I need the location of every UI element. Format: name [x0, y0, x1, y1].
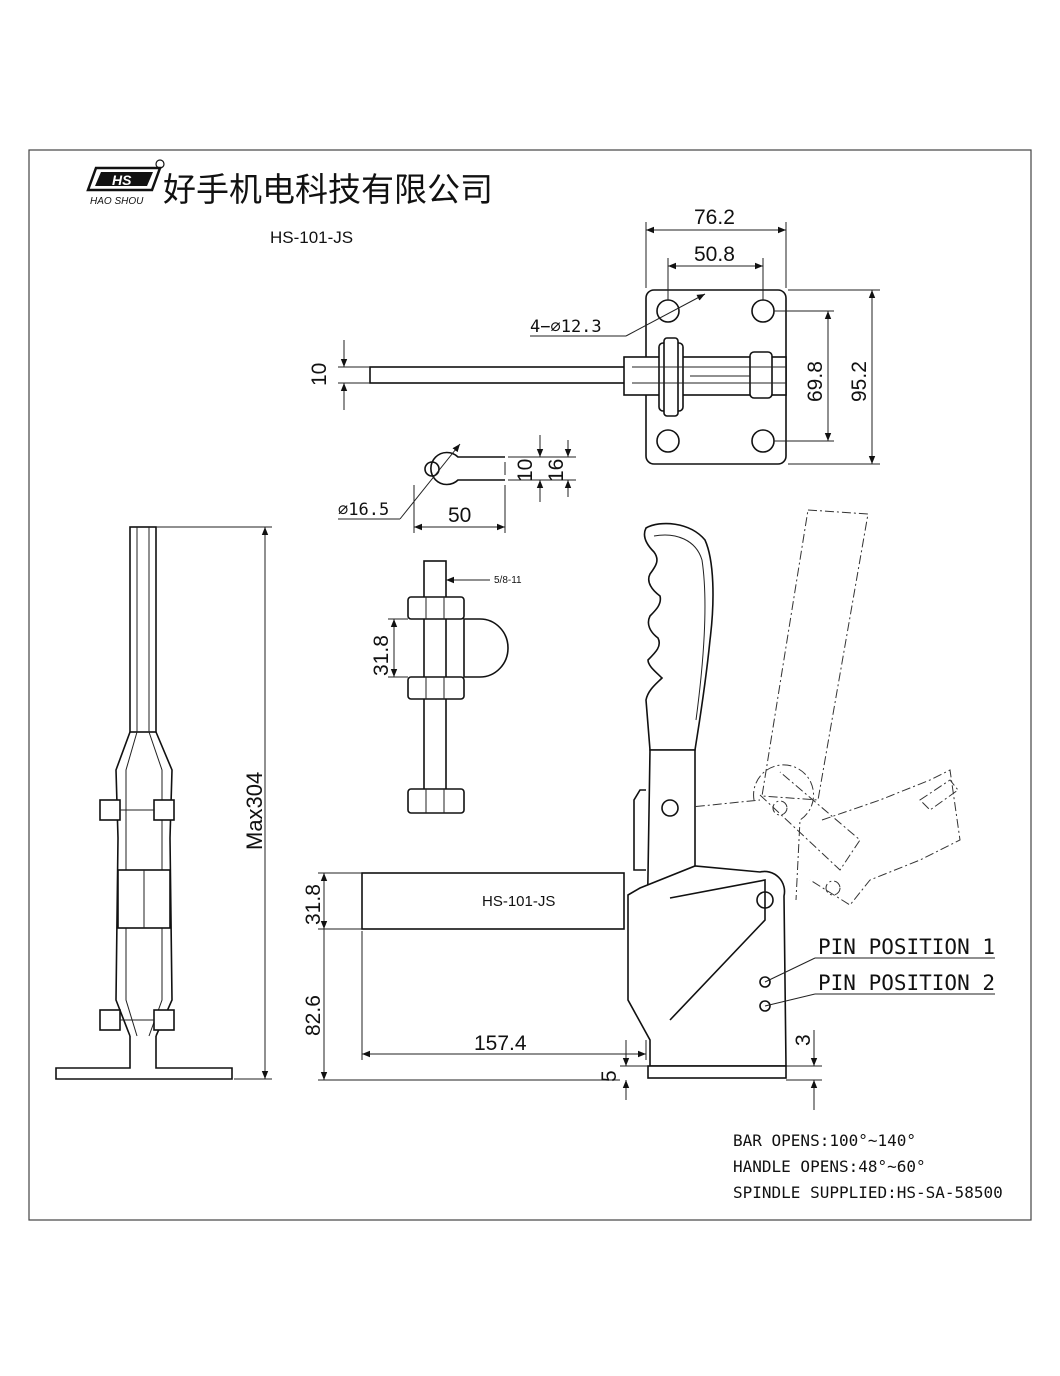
pin-position-2: PIN POSITION 2	[818, 971, 995, 995]
dim-max-height: Max304	[242, 772, 267, 850]
dim-hole-spacing-v: 69.8	[804, 361, 827, 402]
dim-spindle-nut-span: 31.8	[370, 635, 393, 676]
logo-text: HS	[112, 172, 132, 188]
company-name: 好手机电科技有限公司	[163, 170, 493, 209]
top-view: 76.2 50.8 4−⌀12.3 10 69.8 95.2	[308, 206, 880, 465]
dim-thread: 5/8-11	[494, 575, 522, 586]
dim-slot-diameter: ⌀16.5	[338, 500, 389, 520]
notes: BAR OPENS:100°~140° HANDLE OPENS:48°~60°…	[733, 1131, 1003, 1202]
dim-top-width-outer: 76.2	[694, 206, 735, 229]
dim-bar-length: 157.4	[474, 1032, 527, 1055]
slot-detail: ⌀16.5 50 10 16	[338, 435, 576, 533]
dim-slot-width-a: 10	[514, 459, 537, 482]
note-spindle-supplied: SPINDLE SUPPLIED:HS-SA-58500	[733, 1183, 1003, 1202]
front-view: HS-101-JS PIN POSITION 1 PIN POSITION 2 …	[302, 509, 995, 1110]
dim-arm-thickness: 10	[308, 363, 331, 386]
pin-position-1: PIN POSITION 1	[818, 935, 995, 959]
model-title: HS-101-JS	[270, 228, 353, 247]
spindle-detail: 5/8-11 31.8	[370, 560, 522, 814]
dim-base-offset: 3	[792, 1034, 815, 1046]
logo-subtext: HAO SHOU	[90, 196, 144, 207]
note-handle-opens: HANDLE OPENS:48°~60°	[733, 1157, 926, 1176]
dim-slot-length: 50	[448, 504, 471, 527]
dim-hole-spec: 4−⌀12.3	[530, 317, 602, 337]
dim-pivot-height: 82.6	[302, 995, 325, 1036]
note-bar-opens: BAR OPENS:100°~140°	[733, 1131, 916, 1150]
dim-base-thk: 5	[598, 1070, 621, 1082]
company-logo: HS HAO SHOU	[86, 159, 165, 207]
dim-top-width-inner: 50.8	[694, 243, 735, 266]
sheet-border	[28, 149, 1032, 1221]
handle-label: HS-101-JS	[482, 893, 555, 910]
dim-slot-width-b: 16	[545, 459, 568, 482]
dim-bar-height: 31.8	[302, 884, 325, 925]
side-view: Max304	[55, 526, 272, 1080]
dim-base-height: 95.2	[848, 361, 871, 402]
